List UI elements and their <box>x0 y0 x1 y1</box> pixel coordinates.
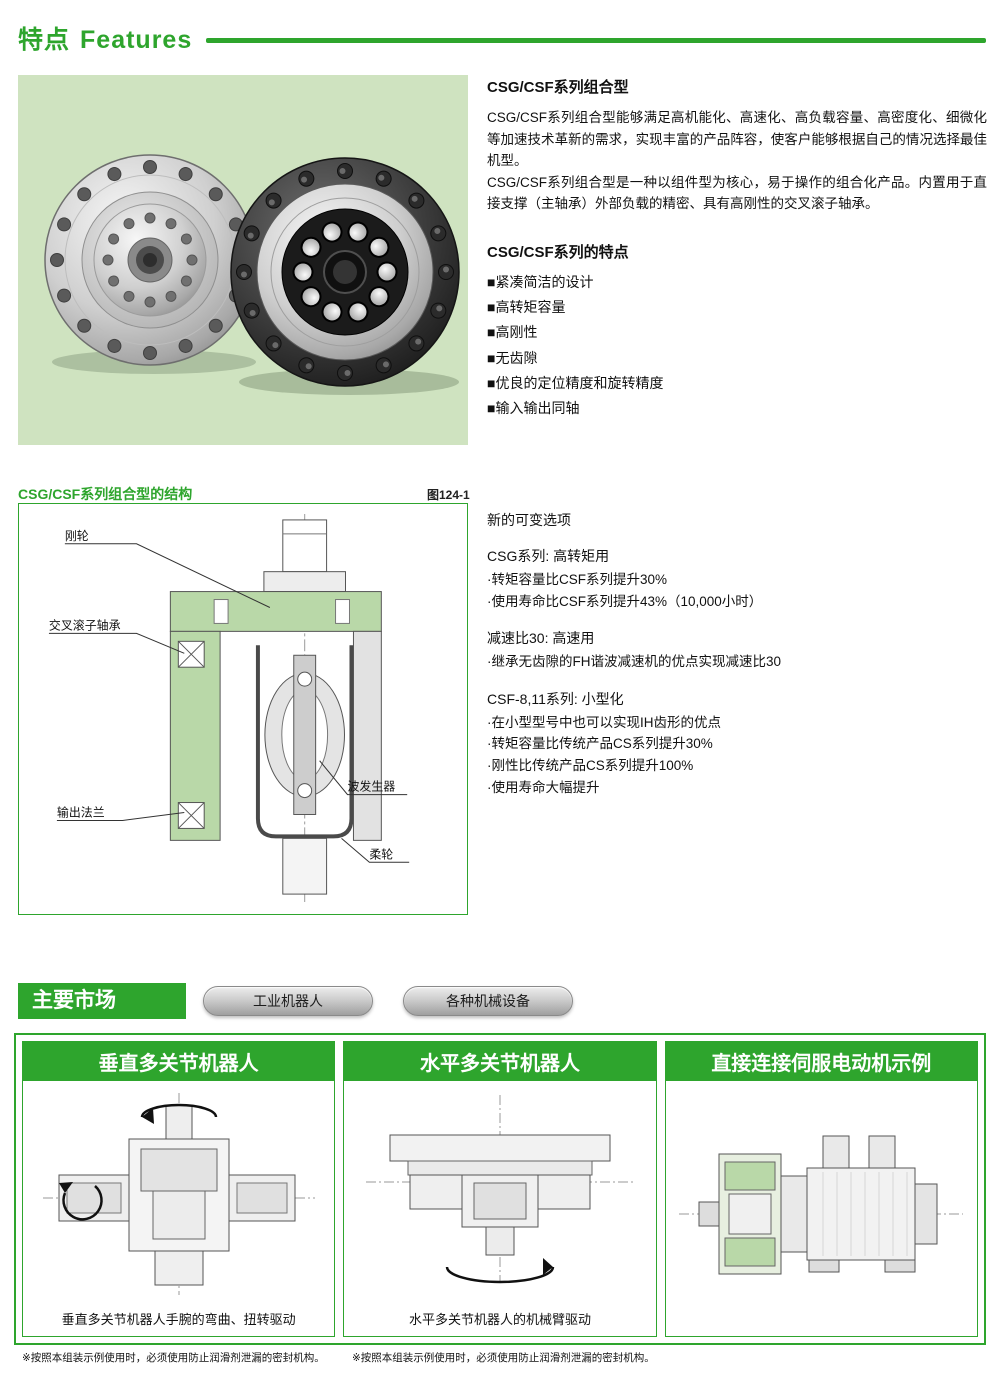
market-button-industrial-robots[interactable]: 工业机器人 <box>203 986 373 1016</box>
app-figure <box>23 1081 334 1307</box>
page-title-en: Features <box>80 26 193 54</box>
structure-title: CSG/CSF系列组合型的结构 <box>18 486 193 502</box>
vertical-robot-diagram <box>42 1092 315 1295</box>
option-item: ·在小型型号中也可以实现IH齿形的优点 <box>487 714 721 730</box>
seal-note: ※按照本组装示例使用时，必须使用防止润滑剂泄漏的密封机构。 <box>352 1352 655 1364</box>
app-column-title: 水平多关节机器人 <box>344 1042 656 1081</box>
option-item: ·转矩容量比传统产品CS系列提升30% <box>487 736 713 752</box>
app-caption: 水平多关节机器人的机械臂驱动 <box>408 1312 591 1327</box>
gear-units-photo <box>44 154 460 395</box>
app-figure <box>344 1081 655 1307</box>
option-group: CSF-8,11系列: 小型化 ·在小型型号中也可以实现IH齿形的优点 ·转矩容… <box>487 689 987 798</box>
label-wave-generator: 波发生器 <box>347 779 395 794</box>
option-group: CSG系列: 高转矩用 ·转矩容量比CSF系列提升30% ·使用寿命比CSF系列… <box>487 546 987 612</box>
overview-paragraph-1: CSG/CSF系列组合型能够满足高机能化、高速化、高负载容量、高密度化、细微化等… <box>487 110 987 169</box>
option-item: ·继承无齿隙的FH谐波减速机的优点实现减速比30 <box>487 654 782 670</box>
label-output-flange: 输出法兰 <box>57 804 105 819</box>
app-column-title: 直接连接伺服电动机示例 <box>665 1042 977 1081</box>
markets-bar: 主要市场 工业机器人 各种机械设备 <box>18 983 986 1023</box>
feature-item: ■高刚性 <box>487 324 538 341</box>
app-column-vertical-robot: 垂直多关节机器人 <box>22 1041 336 1337</box>
scara-robot-diagram <box>365 1094 634 1283</box>
option-item: ·使用寿命大幅提升 <box>487 779 600 795</box>
app-column-scara-robot: 水平多关节机器人 水平多关节机器人的机械臂驱动 <box>343 1041 657 1337</box>
overview-paragraph-2: CSG/CSF系列组合型是一种以组件型为核心，易于操作的组合化产品。内置用于直接… <box>487 174 987 212</box>
option-group-heading: CSF-8,11系列: 小型化 <box>487 690 624 707</box>
page-title-cn: 特点 <box>18 26 71 54</box>
app-caption: 垂直多关节机器人手腕的弯曲、扭转驱动 <box>61 1312 296 1327</box>
options-section: 新的可变选项 CSG系列: 高转矩用 ·转矩容量比CSF系列提升30% ·使用寿… <box>487 510 987 814</box>
app-column-title: 垂直多关节机器人 <box>23 1042 335 1081</box>
option-item: ·转矩容量比CSF系列提升30% <box>487 572 668 587</box>
structure-diagram-box: 刚轮 交叉滚子轴承 输出法兰 波发生器 柔轮 <box>18 503 468 915</box>
app-caption <box>666 1324 977 1336</box>
option-group-heading: 减速比30: 高速用 <box>487 630 595 647</box>
option-item: ·刚性比传统产品CS系列提升100% <box>487 757 694 773</box>
feature-item: ■无齿隙 <box>487 349 538 366</box>
feature-item: ■输入输出同轴 <box>487 399 580 416</box>
options-heading: 新的可变选项 <box>487 512 571 528</box>
app-figure <box>666 1081 977 1324</box>
label-cross-roller-bearing: 交叉滚子轴承 <box>49 617 121 632</box>
features-heading: CSG/CSF系列的特点 <box>487 243 629 261</box>
option-group: 减速比30: 高速用 ·继承无齿隙的FH谐波减速机的优点实现减速比30 <box>487 628 987 673</box>
figure-number: 图124-1 <box>427 488 470 502</box>
features-list: ■紧凑简洁的设计 ■高转矩容量 ■高刚性 ■无齿隙 ■优良的定位精度和旋转精度 … <box>487 270 987 421</box>
applications-section: 垂直多关节机器人 <box>14 1033 986 1345</box>
market-button-machinery[interactable]: 各种机械设备 <box>403 986 573 1016</box>
label-circular-spline: 刚轮 <box>65 529 89 543</box>
app-column-servo-motor: 直接连接伺服电动机示例 <box>664 1041 978 1337</box>
page-header: 特点 Features <box>18 20 986 56</box>
cross-section-diagram: 刚轮 交叉滚子轴承 输出法兰 波发生器 柔轮 <box>49 513 410 905</box>
title-rule <box>206 37 986 43</box>
option-group-heading: CSG系列: 高转矩用 <box>487 548 610 564</box>
overview-section: CSG/CSF系列组合型 CSG/CSF系列组合型能够满足高机能化、高速化、高负… <box>487 76 987 421</box>
seal-note: ※按照本组装示例使用时，必须使用防止润滑剂泄漏的密封机构。 <box>22 1352 325 1364</box>
feature-item: ■紧凑简洁的设计 <box>487 273 594 290</box>
product-photo-panel <box>18 75 468 445</box>
markets-title: 主要市场 <box>18 983 186 1019</box>
feature-item: ■高转矩容量 <box>487 299 566 316</box>
option-item: ·使用寿命比CSF系列提升43%（10,000小时） <box>487 593 763 609</box>
feature-item: ■优良的定位精度和旋转精度 <box>487 374 664 391</box>
overview-heading: CSG/CSF系列组合型 <box>487 79 629 96</box>
label-flexspline: 柔轮 <box>369 847 393 861</box>
page-title: 特点 Features <box>18 20 192 56</box>
servo-motor-diagram <box>679 1135 964 1274</box>
